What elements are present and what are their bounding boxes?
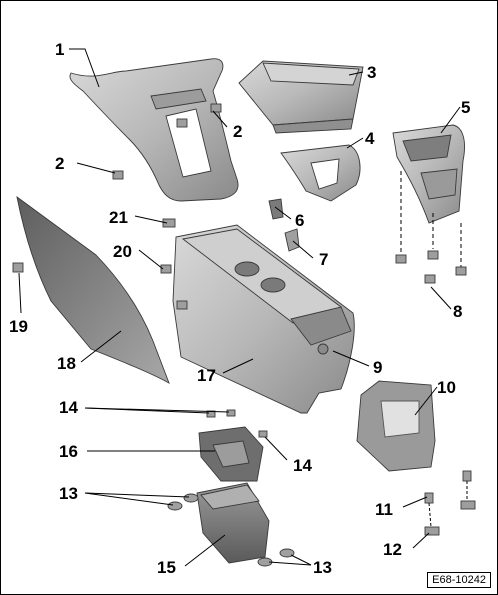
callout-17: 17 — [197, 366, 216, 385]
part-5-cup-holder-insert — [392, 124, 465, 224]
callout-9: 9 — [373, 358, 382, 377]
part-10-bracket — [356, 380, 436, 472]
callout-16: 16 — [59, 442, 78, 461]
callout-19: 19 — [9, 317, 28, 336]
callout-3: 3 — [367, 63, 376, 82]
callout-11: 11 — [375, 500, 393, 519]
callout-10: 10 — [437, 378, 456, 397]
callout-5: 5 — [461, 98, 470, 117]
part-18-side-panel — [16, 195, 170, 384]
part-16-bracket — [198, 426, 264, 482]
part-7-clip — [284, 228, 300, 252]
figure-reference-label: E68-10242 — [427, 572, 491, 588]
callout-18: 18 — [57, 354, 76, 373]
callout-20: 20 — [113, 242, 132, 261]
callout-14-right: 14 — [293, 456, 312, 475]
part-21-clip — [162, 218, 176, 228]
part-1-trim-frame — [69, 58, 239, 202]
part-20-screw — [160, 264, 172, 274]
part-19-clip — [12, 262, 24, 273]
callout-6: 6 — [295, 211, 304, 230]
callout-15: 15 — [157, 558, 176, 577]
part-6-clip — [268, 198, 284, 220]
part-17-console-body — [160, 218, 355, 414]
callout-12: 12 — [383, 540, 402, 559]
callout-2-right: 2 — [233, 122, 242, 141]
part-8-fasteners — [395, 171, 467, 284]
part-15-storage-box — [196, 482, 270, 564]
callout-13-left: 13 — [59, 484, 78, 503]
part-13-14-small-parts — [167, 409, 295, 567]
part-3-storage-tray — [238, 60, 364, 134]
callout-21: 21 — [109, 208, 128, 227]
part-11-12-fasteners — [424, 470, 476, 536]
part-2-screw-left — [112, 170, 124, 180]
callout-7: 7 — [319, 250, 328, 269]
part-4-trim-piece — [280, 144, 361, 202]
part-2-screw-right — [210, 103, 222, 113]
callout-14-left: 14 — [59, 398, 78, 417]
callout-13-right: 13 — [313, 558, 332, 577]
callout-1: 1 — [55, 40, 64, 59]
leader-lines — [18, 48, 461, 567]
callout-2-left: 2 — [55, 154, 64, 173]
callout-labels: 1 2 2 3 4 5 6 7 8 9 10 11 12 13 13 14 14… — [9, 40, 470, 577]
callout-4: 4 — [365, 129, 375, 148]
callout-8: 8 — [453, 302, 462, 321]
